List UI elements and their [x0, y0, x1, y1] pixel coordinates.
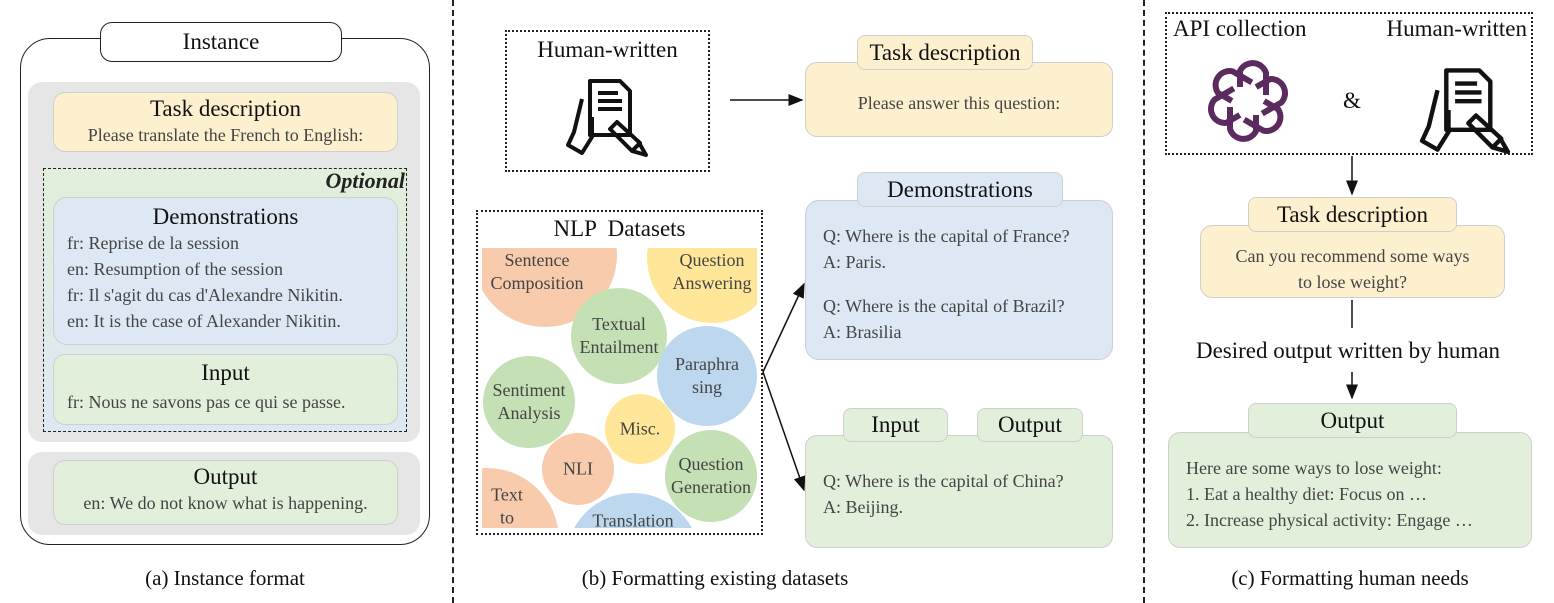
task-title-b: Task description — [857, 35, 1033, 70]
output-text: en: We do not know what is happening. — [83, 493, 368, 513]
demo-line: en: It is the case of Alexander Nikitin. — [67, 311, 341, 331]
arrow — [762, 371, 806, 492]
dataset-bubble — [605, 394, 675, 464]
demo-title: Demonstrations — [152, 204, 299, 229]
demo-line: Q: Where is the capital of France? — [823, 226, 1070, 246]
arrow — [762, 282, 805, 373]
instance-label: Instance — [100, 22, 342, 62]
dataset-label: TexttoCode — [491, 484, 523, 528]
demo-line: A: Paris. — [823, 252, 886, 272]
source-box-c: API collection Human-written & — [1165, 12, 1533, 155]
nlp-datasets-box: NLP Datasets — [476, 210, 763, 535]
dataset-bubble — [542, 433, 614, 505]
output-title-c: Output — [1248, 403, 1457, 438]
dataset-label: Translation — [592, 510, 674, 529]
demo-line: fr: Il s'agit du cas d'Alexandre Nikitin… — [67, 285, 343, 305]
dataset-bubble — [571, 288, 667, 384]
output-line: Here are some ways to lose weight: — [1186, 458, 1442, 478]
demonstrations-box-b: Q: Where is the capital of France? A: Pa… — [805, 200, 1113, 360]
task-line: to lose weight? — [1298, 272, 1407, 292]
api-collection-label: API collection — [1173, 16, 1307, 41]
demo-line: en: Resumption of the session — [67, 259, 283, 279]
demo-title-b: Demonstrations — [857, 172, 1063, 207]
divider — [1143, 0, 1145, 603]
io-line: A: Beijing. — [823, 497, 903, 517]
task-description-box-b — [805, 62, 1113, 137]
desired-output-label: Desired output written by human — [1195, 338, 1501, 363]
dataset-label: Misc. — [619, 418, 661, 439]
output-title-b: Output — [977, 408, 1083, 442]
demo-line: A: Brasilia — [823, 322, 902, 342]
task-text: Please translate the French to English: — [87, 125, 364, 145]
task-line: Can you recommend some ways — [1235, 246, 1470, 266]
io-box-b: Q: Where is the capital of China? A: Bei… — [805, 435, 1113, 548]
divider — [452, 0, 454, 603]
demonstrations-box: Demonstrations fr: Reprise de la session… — [53, 197, 398, 345]
output-box: Output en: We do not know what is happen… — [53, 460, 398, 525]
demo-lines-b: Q: Where is the capital of France? A: Pa… — [806, 201, 1112, 345]
task-description-box-c: Can you recommend some ways to lose weig… — [1200, 225, 1505, 298]
demo-line: fr: Reprise de la session — [67, 233, 239, 253]
output-line: 2. Increase physical activity: Engage … — [1186, 510, 1473, 530]
human-written-source: Human-written — [505, 30, 710, 172]
human-written-label: Human-written — [537, 37, 678, 62]
openai-logo-icon — [1203, 60, 1293, 146]
optional-label: Optional — [325, 168, 405, 193]
io-lines: Q: Where is the capital of China? A: Bei… — [806, 436, 1112, 520]
io-line: Q: Where is the capital of China? — [823, 471, 1064, 491]
task-title: Task description — [149, 96, 302, 121]
input-box: Input fr: Nous ne savons pas ce qui se p… — [53, 354, 398, 425]
input-title-b: Input — [843, 408, 948, 442]
ampersand: & — [1343, 88, 1361, 113]
output-line: 1. Eat a healthy diet: Focus on … — [1186, 484, 1427, 504]
dataset-bubble — [665, 430, 757, 522]
input-title: Input — [201, 360, 250, 385]
nlp-title: NLP Datasets — [553, 216, 686, 241]
human-written-label-c: Human-written — [1386, 16, 1527, 41]
dataset-bubble — [657, 326, 757, 426]
demo-lines: fr: Reprise de la session en: Resumption… — [54, 230, 397, 334]
demo-line: Q: Where is the capital of Brazil? — [823, 296, 1065, 316]
dataset-bubble — [483, 356, 575, 448]
output-box-c: Here are some ways to lose weight: 1. Ea… — [1168, 432, 1532, 548]
input-text: fr: Nous ne savons pas ce qui se passe. — [67, 392, 346, 412]
dataset-label: NLI — [563, 458, 593, 479]
task-title-c: Task description — [1248, 197, 1457, 232]
task-text-b: Please answer this question: — [857, 92, 1061, 113]
document-writing-icon — [566, 79, 648, 157]
caption-b: (b) Formatting existing datasets — [581, 566, 849, 590]
task-description-box: Task description Please translate the Fr… — [53, 92, 398, 152]
caption-c: (c) Formatting human needs — [1231, 566, 1469, 590]
caption-a: (a) Instance format — [145, 566, 305, 590]
output-title: Output — [193, 464, 258, 489]
document-writing-icon — [1419, 68, 1511, 154]
